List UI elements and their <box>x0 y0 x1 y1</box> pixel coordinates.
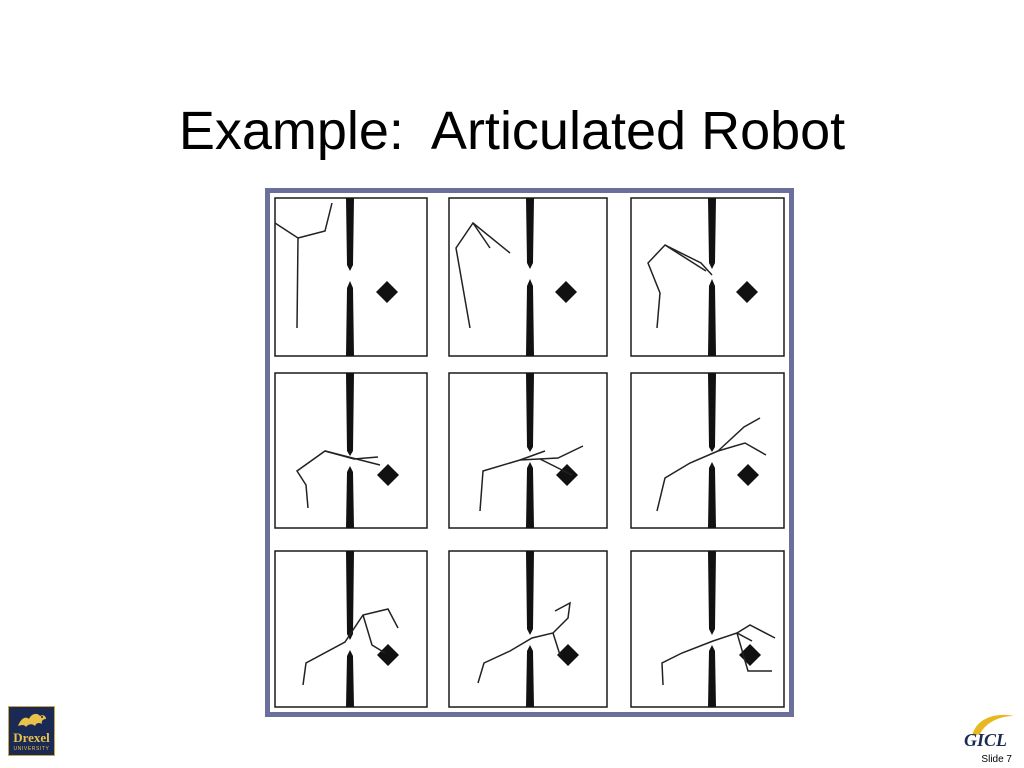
robot-arms <box>274 202 776 686</box>
svg-text:GICL: GICL <box>964 730 1007 750</box>
drexel-wordmark: Drexel <box>13 730 50 745</box>
slide-title: Example: Articulated Robot <box>178 101 846 161</box>
target-diamond-7 <box>377 644 399 666</box>
target-diamond-3 <box>736 281 758 303</box>
target-diamond-6 <box>737 464 759 486</box>
panel-9 <box>630 550 785 708</box>
dragon-icon <box>18 713 46 727</box>
university-wordmark: UNIVERSITY <box>13 746 50 752</box>
robot-motion-figure <box>265 188 794 717</box>
panel-3 <box>630 197 785 357</box>
drexel-university-logo: Drexel UNIVERSITY <box>8 706 55 756</box>
panel-6 <box>630 372 785 529</box>
slide-number: Slide 7 <box>981 754 1012 765</box>
target-diamond-4 <box>377 464 399 486</box>
target-diamond-8 <box>557 644 579 666</box>
target-diamond-9 <box>739 644 761 666</box>
target-diamond-5 <box>556 464 578 486</box>
target-diamond-2 <box>555 281 577 303</box>
robot-motion-grid <box>274 197 785 708</box>
gicl-logo-icon: GICL <box>964 714 1014 750</box>
obstacles <box>346 198 761 707</box>
target-diamond-1 <box>376 281 398 303</box>
